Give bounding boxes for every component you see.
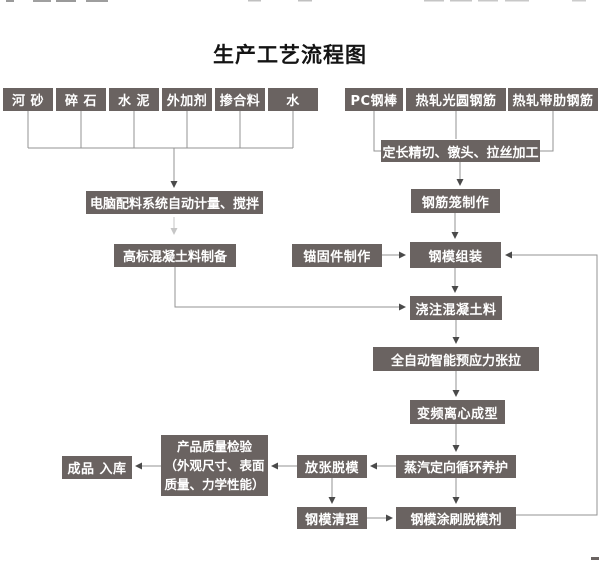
node-centrifugal-forming: 变频离心成型 <box>410 400 505 424</box>
node-prestress-tensioning: 全自动智能预应力张拉 <box>373 347 539 371</box>
node-finished-storage: 成品 入库 <box>62 456 132 479</box>
inspection-line-2: （外观尺寸、表面 <box>164 458 265 473</box>
node-mold-assembly: 钢模组装 <box>410 242 501 268</box>
node-blended-material: 掺合料 <box>215 88 265 111</box>
node-crushed-stone: 碎 石 <box>56 88 106 111</box>
node-cement: 水 泥 <box>109 88 159 111</box>
node-cutting-heading-drawing: 定长精切、镦头、拉丝加工 <box>381 140 540 162</box>
node-mold-release-agent: 钢模涂刷脱模剂 <box>396 507 516 529</box>
node-mold-cleaning: 钢模清理 <box>297 507 367 529</box>
node-pc-steel-bar: PC钢棒 <box>345 88 403 111</box>
node-batching-mixing: 电脑配料系统自动计量、搅拌 <box>86 191 263 214</box>
node-concrete-preparation: 高标混凝土料制备 <box>114 244 236 267</box>
node-hot-rolled-plain-rebar: 热轧光圆钢筋 <box>406 88 506 111</box>
inspection-line-1: 产品质量检验 <box>176 439 252 454</box>
node-steam-curing: 蒸汽定向循环养护 <box>396 455 516 478</box>
node-water: 水 <box>268 88 318 111</box>
node-hot-rolled-ribbed-rebar: 热轧带肋钢筋 <box>508 88 598 111</box>
connector-coating-loop-to-assembly <box>505 251 598 516</box>
node-anchor-fabrication: 锚固件制作 <box>292 244 382 267</box>
connector-materials-bus <box>27 111 294 149</box>
node-release-demolding: 放张脱模 <box>297 455 367 478</box>
page-title: 生产工艺流程图 <box>213 43 367 67</box>
node-cage-fabrication: 钢筋笼制作 <box>411 189 500 213</box>
node-concrete-pouring: 浇注混凝土料 <box>410 296 502 320</box>
inspection-line-3: 质量、力学性能） <box>164 477 265 492</box>
connector-prep-to-pouring <box>174 267 406 311</box>
node-quality-inspection: 产品质量检验 （外观尺寸、表面 质量、力学性能） <box>161 435 268 496</box>
node-admixture: 外加剂 <box>162 88 212 111</box>
node-river-sand: 河 砂 <box>3 88 53 111</box>
